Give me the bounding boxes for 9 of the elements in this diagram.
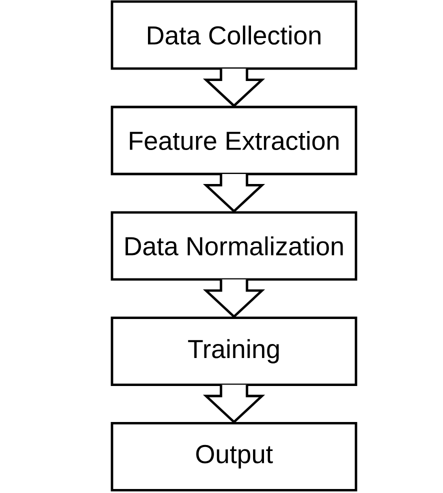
block-arrow [202, 172, 266, 213]
process-box: Output [110, 422, 358, 492]
block-arrow [202, 384, 266, 424]
process-box: Data Normalization [110, 211, 358, 281]
block-arrow [202, 67, 266, 108]
block-arrow [202, 278, 266, 318]
process-box: Data Collection [110, 0, 358, 70]
process-box: Feature Extraction [110, 106, 358, 176]
process-box: Training [110, 316, 358, 386]
